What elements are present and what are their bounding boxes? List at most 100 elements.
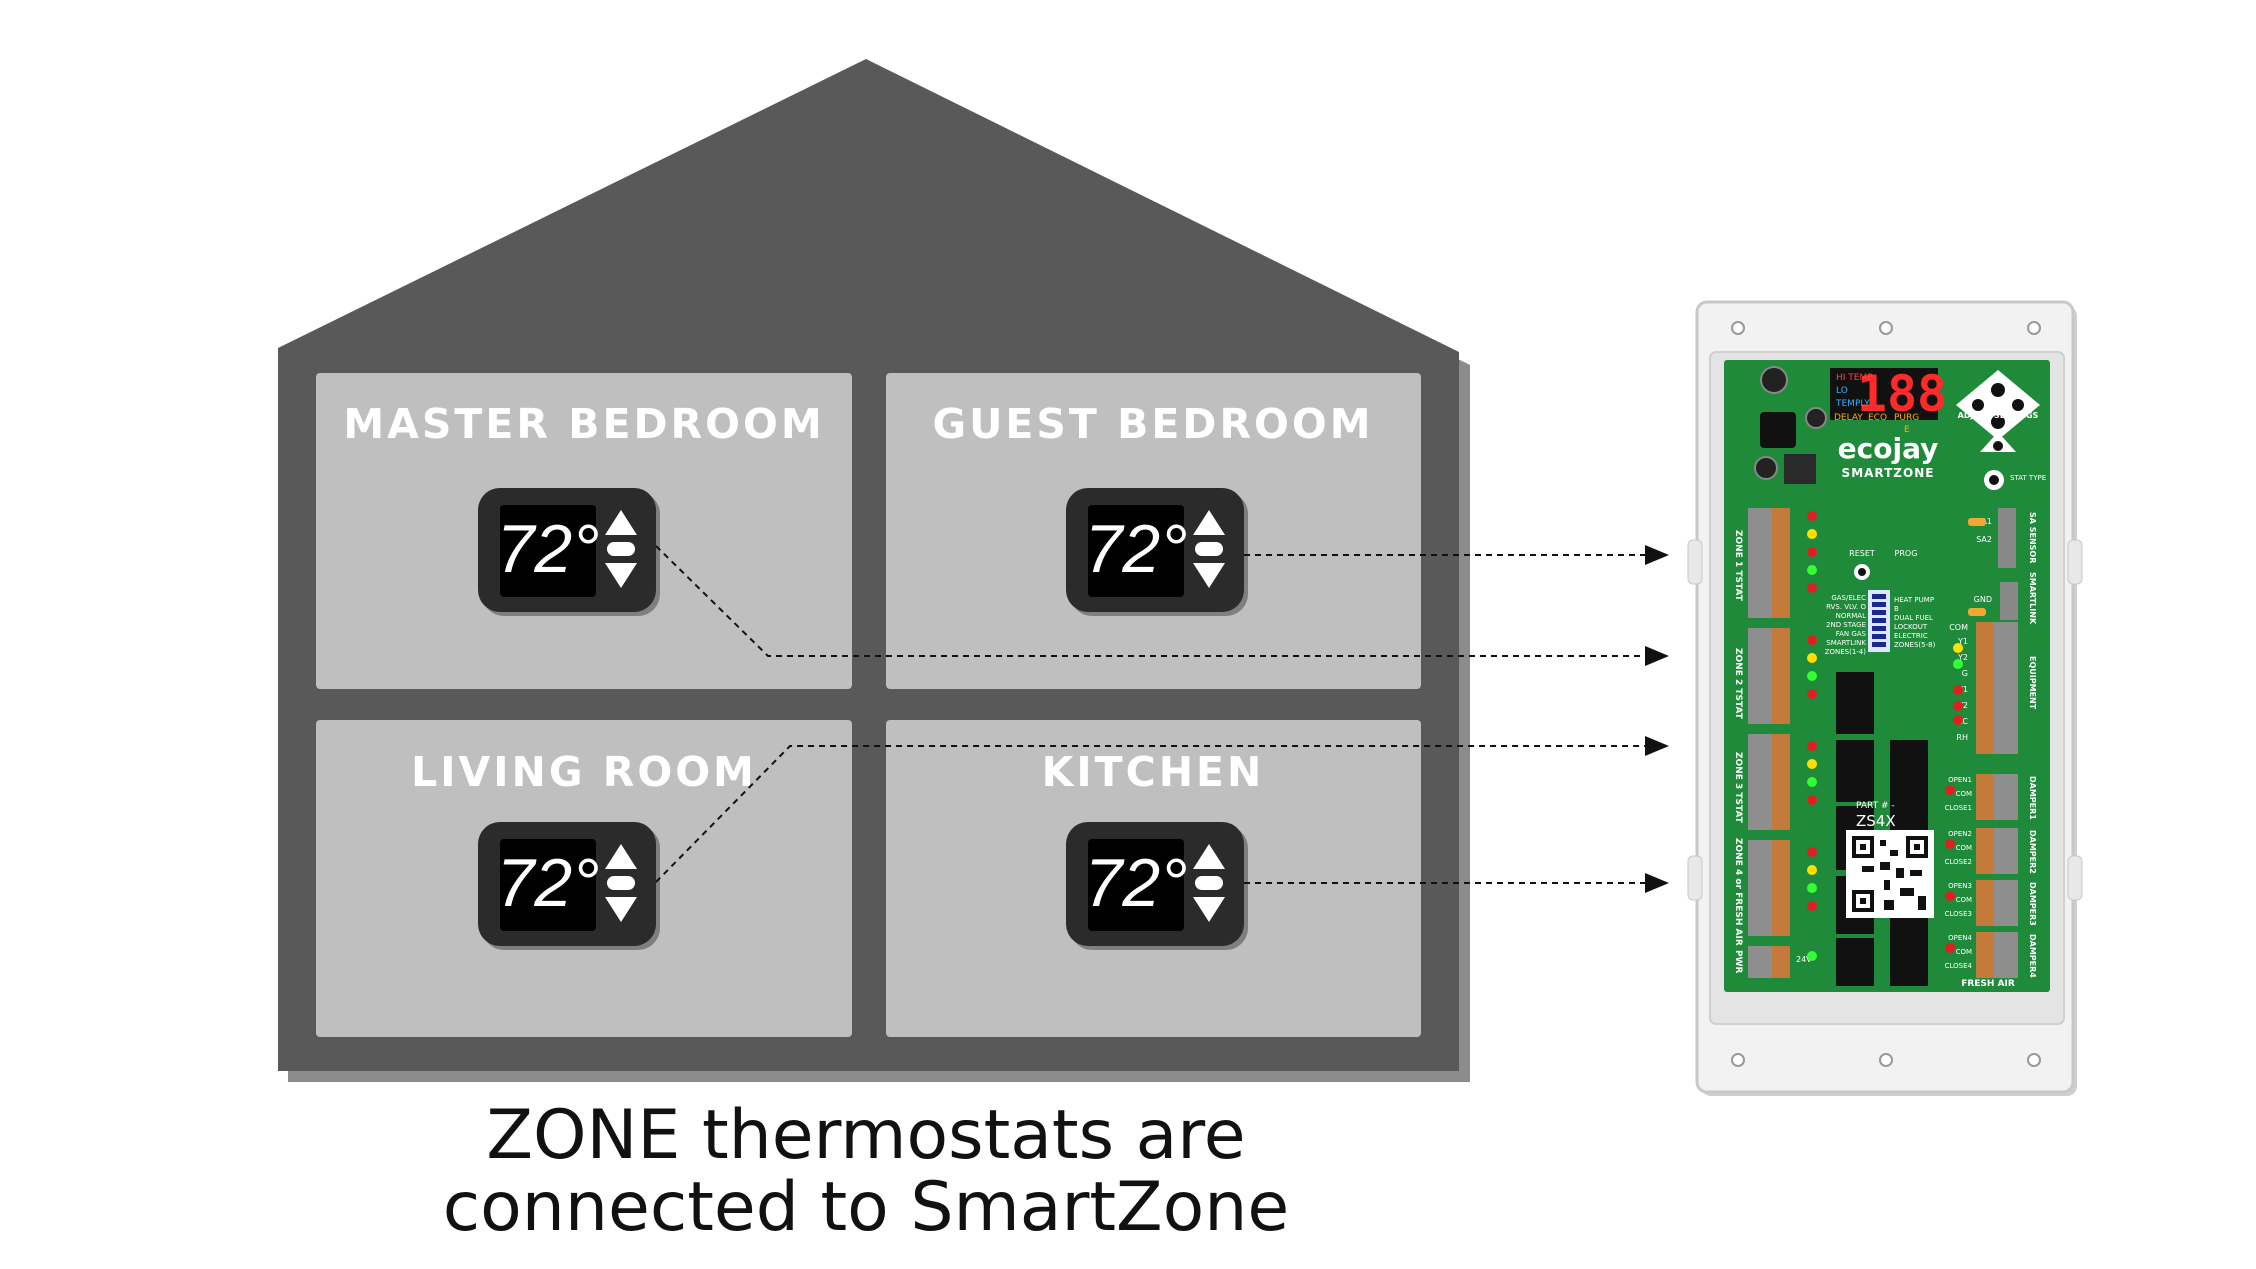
terminal-label: SA2: [1976, 535, 1992, 544]
room-guest-bedroom: GUEST BEDROOM 72°: [886, 373, 1421, 689]
equipment-label: EQUIPMENT: [2028, 656, 2037, 710]
zone-2-label: ZONE 2 TSTAT: [1733, 648, 1743, 720]
mode-button-icon[interactable]: [1195, 542, 1223, 556]
arrow-down-icon[interactable]: [605, 897, 637, 922]
reset-label: RESET: [1849, 549, 1875, 558]
led-display: 188: [1857, 365, 1947, 423]
adjust-settings-buttons[interactable]: [1956, 370, 2040, 440]
button-up-icon[interactable]: [1991, 383, 2005, 397]
damper-terminal-label: CLOSE4: [1945, 962, 1973, 970]
smartzone-device: 188 HI TEMP LO TEMPLY DELAY ECO PURG E A…: [1687, 300, 2083, 1096]
damper1-label: DAMPER1: [2028, 776, 2037, 820]
prog-label: PROG: [1895, 549, 1918, 558]
damper-terminal-label: OPEN4: [1948, 934, 1972, 942]
dip-label-right: LOCKOUT: [1894, 623, 1928, 631]
dip-label-left: FAN GAS: [1836, 630, 1867, 638]
damper-terminal-label: COM: [1956, 896, 1972, 904]
arrow-down-icon[interactable]: [605, 563, 637, 588]
terminal-label: RH: [1956, 733, 1968, 742]
mode-button-icon[interactable]: [1195, 876, 1223, 890]
mode-label: E: [1904, 425, 1910, 435]
sa-sensor-label: SA SENSOR: [2028, 512, 2037, 563]
thermostat-temp: 72°: [497, 845, 600, 921]
mode-button-icon[interactable]: [607, 876, 635, 890]
damper-terminal-label: OPEN1: [1948, 776, 1972, 784]
arrow-up-icon[interactable]: [1193, 510, 1225, 535]
room-title: KITCHEN: [1042, 748, 1265, 796]
left-terminals: [1748, 508, 1790, 978]
arrow-up-icon[interactable]: [605, 510, 637, 535]
mode-label: PURG: [1894, 413, 1919, 423]
zone-1-label: ZONE 1 TSTAT: [1733, 530, 1743, 602]
mode-label: HI TEMP: [1836, 373, 1873, 383]
button-left-icon[interactable]: [1972, 399, 1984, 411]
screw-hole-icon: [1731, 321, 1745, 335]
button-right-icon[interactable]: [2012, 399, 2024, 411]
status-leds-right: [1945, 643, 1963, 953]
screw-hole-icon: [1879, 1053, 1893, 1067]
damper4-label: DAMPER4: [2028, 934, 2037, 978]
pwr-label: PWR: [1733, 950, 1743, 974]
thermostat-temp: 72°: [1085, 845, 1188, 921]
room-living-room: LIVING ROOM 72°: [316, 720, 852, 1037]
dip-label-right: B: [1894, 605, 1899, 613]
screw-hole-icon: [2027, 1053, 2041, 1067]
mode-label: ECO: [1868, 413, 1887, 423]
status-leds-left: [1807, 511, 1817, 961]
connectors: [655, 545, 1669, 893]
fresh-air-label: FRESH AIR: [1961, 979, 2015, 989]
product-name: SMARTZONE: [1842, 466, 1935, 480]
pcb-board: [1724, 360, 2050, 992]
screw-hole-icon: [2027, 321, 2041, 335]
mode-label: LO: [1836, 386, 1848, 396]
relay: [1836, 740, 1874, 802]
damper-terminal-label: OPEN2: [1948, 830, 1972, 838]
dip-label-right: DUAL FUEL: [1894, 614, 1933, 622]
terminal-label: Y1: [1957, 637, 1968, 646]
adjust-settings-label: ADJUST SETTINGS: [1958, 411, 2039, 420]
mode-label: TEMPLY: [1835, 399, 1870, 409]
right-terminals: [1976, 508, 2018, 978]
dip-label-right: ZONES(5-8): [1894, 641, 1936, 649]
damper-terminal-label: OPEN3: [1948, 882, 1972, 890]
part-number: ZS4X: [1856, 812, 1896, 830]
dip-label-left: SMARTLINK: [1826, 639, 1866, 647]
damper-terminal-label: CLOSE3: [1945, 910, 1972, 918]
room-master-bedroom: MASTER BEDROOM 72°: [316, 373, 852, 689]
arrow-up-icon[interactable]: [605, 844, 637, 869]
arrow-down-icon[interactable]: [1193, 897, 1225, 922]
terminal-label: RC: [1957, 717, 1968, 726]
connector-master-bedroom: [655, 545, 1669, 666]
room-kitchen: KITCHEN 72°: [886, 720, 1421, 1037]
button-down-icon[interactable]: [1991, 415, 2005, 429]
damper-terminal-label: COM: [1956, 948, 1972, 956]
arrow-down-icon[interactable]: [1193, 563, 1225, 588]
smartlink-label: SMARTLINK: [2028, 572, 2037, 625]
connector-living-room: [655, 736, 1669, 883]
relay: [1836, 938, 1874, 986]
damper2-label: DAMPER2: [2028, 830, 2037, 874]
thermostat[interactable]: 72°: [478, 822, 660, 950]
damper-terminal-label: COM: [1956, 844, 1972, 852]
arrow-up-icon[interactable]: [1193, 844, 1225, 869]
dip-label-right: HEAT PUMP: [1894, 596, 1934, 604]
damper-terminal-label: CLOSE1: [1945, 804, 1972, 812]
thermostat[interactable]: 72°: [478, 488, 660, 616]
adjust-arrows: [1980, 432, 2016, 452]
thermostat[interactable]: 72°: [1066, 488, 1248, 616]
mode-button-icon[interactable]: [607, 542, 635, 556]
thermostat-temp: 72°: [1085, 511, 1188, 587]
dip-label-left: GAS/ELEC: [1831, 594, 1866, 602]
thermostat-temp: 72°: [497, 511, 600, 587]
mode-label: DELAY: [1834, 413, 1863, 423]
room-title: MASTER BEDROOM: [343, 400, 824, 448]
dip-label-left: 2ND STAGE: [1826, 621, 1866, 629]
part-label: PART # -: [1856, 801, 1895, 811]
room-title: GUEST BEDROOM: [932, 400, 1373, 448]
caption-line-2: connected to SmartZone: [443, 1168, 1289, 1247]
caption-line-1: ZONE thermostats are: [486, 1096, 1245, 1175]
terminal-label: Y2: [1957, 653, 1968, 662]
thermostat[interactable]: 72°: [1066, 822, 1248, 950]
dip-label-right: ELECTRIC: [1894, 632, 1928, 640]
terminal-label: GND: [1974, 595, 1992, 604]
